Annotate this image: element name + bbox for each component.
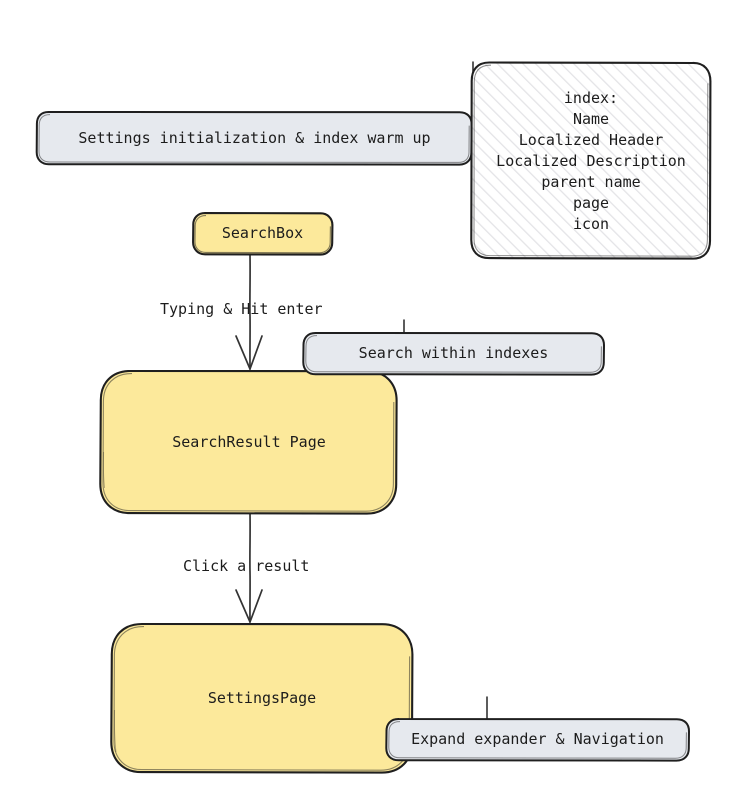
node-searchresult-page[interactable] (99, 369, 398, 515)
note-index-line-0: index: (563, 89, 619, 107)
edge-click-a-result (235, 512, 263, 623)
note-expand-expander-navigation[interactable] (385, 717, 691, 762)
note-index-line-1: Name (572, 110, 610, 128)
note-index-line-6: icon (572, 215, 610, 233)
edge-typing-hit-enter (235, 254, 263, 370)
note-index-line-4: parent name (541, 173, 641, 191)
edge-click-a-result-label: Click a result (183, 557, 310, 575)
note-settings-initialization[interactable] (35, 110, 473, 166)
note-search-within-indexes[interactable] (302, 331, 606, 376)
note-index-line-3: Localized Description (496, 152, 686, 170)
note-index-line-5: page (572, 194, 610, 212)
note-index-line-2: Localized Header (518, 131, 664, 149)
node-settingspage[interactable] (110, 622, 414, 774)
node-searchbox[interactable] (192, 211, 334, 256)
note-index-schema[interactable] (470, 61, 712, 260)
edge-typing-hit-enter-label: Typing & Hit enter (160, 300, 323, 318)
